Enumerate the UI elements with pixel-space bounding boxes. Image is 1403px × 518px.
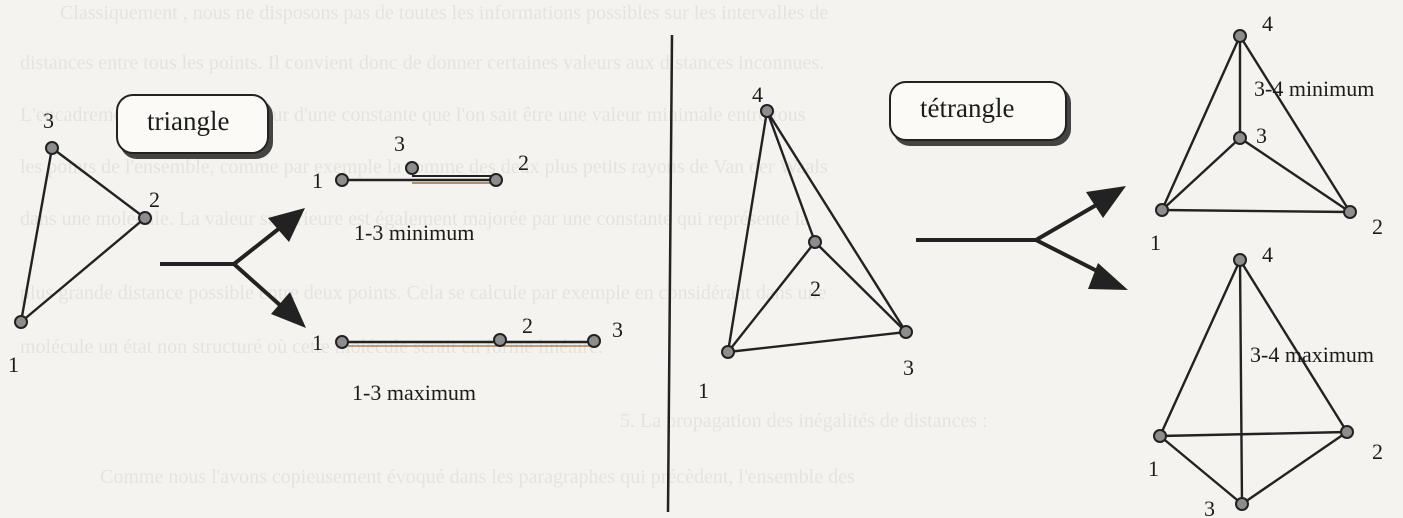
triangle-minimum-config: 1 3 2 1-3 minimum <box>312 131 529 245</box>
bg-line-4: les points de l'ensemble, comme par exem… <box>20 156 828 178</box>
minimum-node-3 <box>405 161 419 175</box>
bg-line-8: 5. La propagation des inégalités de dist… <box>620 410 988 432</box>
tetrangle-label-3: 3 <box>903 355 914 380</box>
arrow-head-down-icon <box>1088 263 1128 290</box>
minimum-tet-label-2: 2 <box>1372 214 1383 239</box>
minimum-tet-node-2 <box>1343 205 1357 219</box>
minimum-node-1 <box>335 173 349 187</box>
tetrangle-graph: 4 2 3 1 <box>698 82 914 403</box>
triangle-maximum-config: 1 2 3 1-3 maximum <box>312 313 623 405</box>
minimum-label-2: 2 <box>518 150 529 175</box>
maximum-label-3: 3 <box>612 317 623 342</box>
maximum-tet-node-2 <box>1340 425 1354 439</box>
triangle-branch-arrow <box>160 208 306 328</box>
maximum-tet-label-2: 2 <box>1372 439 1383 464</box>
maximum-label-1: 1 <box>312 330 323 355</box>
maximum-tet-label-3: 3 <box>1204 496 1215 518</box>
triangle-graph: 3 2 1 <box>8 108 160 377</box>
triangle-title: triangle <box>147 106 229 136</box>
bg-line-2: distances entre tous les points. Il conv… <box>20 52 825 74</box>
minimum-tet-label-1: 1 <box>1150 230 1161 255</box>
maximum-tet-node-4 <box>1233 253 1247 267</box>
tetrangle-label-1: 1 <box>698 378 709 403</box>
tetrangle-node-2 <box>808 235 822 249</box>
maximum-tet-label-1: 1 <box>1148 456 1159 481</box>
triangle-edge-3-2 <box>51 147 146 219</box>
tetrangle-node-3 <box>899 325 913 339</box>
minimum-node-2 <box>489 173 503 187</box>
arrow-head-down-icon <box>271 292 306 328</box>
arrow-head-up-icon <box>268 208 305 242</box>
triangle-node-2 <box>138 211 152 225</box>
minimum-tet-node-4 <box>1233 29 1247 43</box>
triangle-label-3: 3 <box>43 108 54 133</box>
bg-line-9: Comme nous l'avons copieusement évoqué d… <box>100 466 855 488</box>
maximum-tet-label-4: 4 <box>1262 242 1273 267</box>
tetrangle-node-4 <box>760 104 774 118</box>
minimum-label-3: 3 <box>394 131 405 156</box>
minimum-tet-label-3: 3 <box>1256 123 1267 148</box>
tetrangle-minimum-config: 4 3 1 2 3-4 minimum <box>1150 11 1383 255</box>
triangle-title-box: triangle <box>116 94 269 154</box>
bg-line-6: plus grande distance possible entre deux… <box>20 282 827 304</box>
maximum-label-2: 2 <box>522 313 533 338</box>
tetrangle-label-4: 4 <box>752 82 763 107</box>
minimum-label-1: 1 <box>312 168 323 193</box>
maximum-tet-caption: 3-4 maximum <box>1250 342 1374 367</box>
triangle-edge-3-1 <box>19 147 54 323</box>
maximum-node-1 <box>335 335 349 349</box>
tetrangle-title: tétrangle <box>920 93 1014 123</box>
tetrangle-title-box: tétrangle <box>889 81 1067 141</box>
minimum-tet-label-4: 4 <box>1262 11 1273 36</box>
minimum-tet-caption: 3-4 minimum <box>1254 76 1374 101</box>
minimum-tet-node-3 <box>1233 131 1247 145</box>
triangle-label-1: 1 <box>8 352 19 377</box>
tetrangle-node-1 <box>721 345 735 359</box>
arrow-head-up-icon <box>1086 186 1126 218</box>
tetrangle-label-2: 2 <box>810 276 821 301</box>
maximum-node-2 <box>493 333 507 347</box>
bg-line-5: dans une molécule. La valeur supérieure … <box>20 208 810 230</box>
maximum-caption: 1-3 maximum <box>352 380 476 405</box>
tetrangle-maximum-config: 4 1 2 3 3-4 maximum <box>1148 242 1383 518</box>
divider-line <box>666 34 674 513</box>
maximum-node-3 <box>587 334 601 348</box>
triangle-node-1 <box>14 315 28 329</box>
tetrangle-branch-arrow <box>916 186 1128 290</box>
triangle-edge-1-2 <box>20 217 146 323</box>
triangle-node-3 <box>45 141 59 155</box>
minimum-caption: 1-3 minimum <box>354 220 474 245</box>
maximum-tet-node-1 <box>1153 429 1167 443</box>
triangle-label-2: 2 <box>149 187 160 212</box>
bg-line-1: Classiquement , nous ne disposons pas de… <box>60 2 829 24</box>
minimum-tet-node-1 <box>1155 203 1169 217</box>
maximum-tet-node-3 <box>1235 497 1249 511</box>
